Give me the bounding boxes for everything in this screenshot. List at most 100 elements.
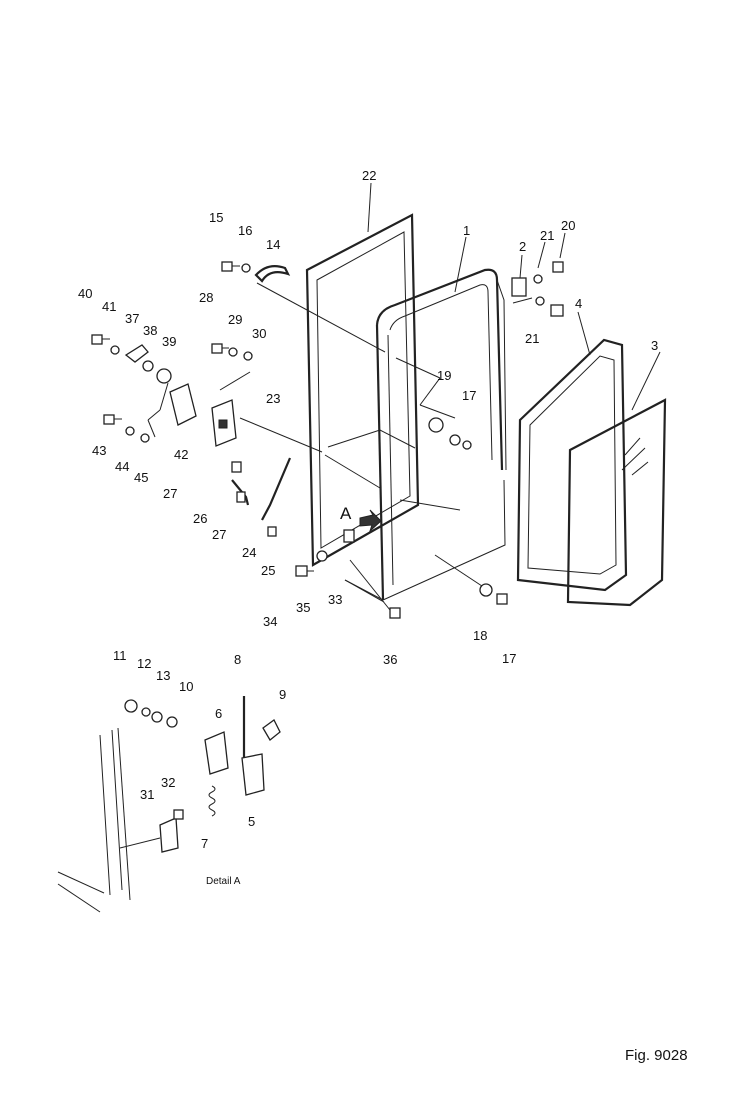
hardware-parts (91, 261, 564, 619)
callout-30: 30 (252, 326, 266, 341)
callout-44: 44 (115, 459, 129, 474)
leader-lines (147, 182, 661, 611)
washer-38-icon (142, 360, 154, 372)
window-glass (566, 398, 667, 607)
bracket-37-icon (124, 344, 149, 363)
door-seal-frame (305, 213, 420, 567)
callout-40: 40 (78, 286, 92, 301)
callout-27b: 27 (212, 527, 226, 542)
callout-16: 16 (238, 223, 252, 238)
callout-41: 41 (102, 299, 116, 314)
callout-23: 23 (266, 391, 280, 406)
door-frame (344, 268, 507, 601)
bolt-17b-icon (496, 593, 508, 605)
callout-38: 38 (143, 323, 157, 338)
callout-20: 20 (561, 218, 575, 233)
washer-18-icon (479, 583, 493, 597)
grommet-19-icon (428, 417, 444, 433)
bolt-15-icon (221, 261, 240, 272)
cap-39-icon (156, 368, 172, 384)
callout-31: 31 (140, 787, 154, 802)
washer-30-icon (243, 351, 253, 361)
plate-42-icon (169, 383, 197, 426)
clip-27b-icon (236, 491, 246, 503)
callout-34: 34 (263, 614, 277, 629)
callout-22: 22 (362, 168, 376, 183)
washer-12-icon (141, 707, 151, 717)
washer-13-icon (151, 711, 163, 723)
callout-1: 1 (463, 223, 470, 238)
bolt-34-icon (295, 565, 314, 577)
callout-14: 14 (266, 237, 280, 252)
callout-35: 35 (296, 600, 310, 615)
figure-caption: Fig. 9028 (625, 1047, 688, 1064)
washer-16-icon (241, 263, 251, 273)
callout-3: 3 (651, 338, 658, 353)
callout-36: 36 (383, 652, 397, 667)
callout-24: 24 (242, 545, 256, 560)
callout-labels: 22 1 2 21 20 4 21 3 15 16 14 40 41 37 38… (78, 168, 688, 1064)
rod-26-icon (231, 479, 250, 506)
washer-45-icon (140, 433, 150, 443)
handle-5-icon (241, 753, 265, 796)
washer-29-icon (228, 347, 238, 357)
washer-41-icon (110, 345, 120, 355)
callout-6: 6 (215, 706, 222, 721)
callout-45: 45 (134, 470, 148, 485)
bolt-43-icon (103, 414, 122, 425)
callout-39: 39 (162, 334, 176, 349)
rod-24-icon (261, 457, 292, 521)
callout-21b: 21 (525, 331, 539, 346)
callout-28: 28 (199, 290, 213, 305)
clip-25-icon (267, 526, 277, 537)
callout-43: 43 (92, 443, 106, 458)
bracket-31-icon (159, 817, 179, 853)
washer-17a-icon (449, 434, 461, 446)
lever-6-icon (204, 731, 229, 775)
callout-26: 26 (193, 511, 207, 526)
nut-10-icon (166, 716, 178, 728)
callout-25: 25 (261, 563, 275, 578)
callout-19: 19 (437, 368, 451, 383)
callout-32: 32 (161, 775, 175, 790)
callout-12: 12 (137, 656, 151, 671)
callout-15: 15 (209, 210, 223, 225)
callout-21a: 21 (540, 228, 554, 243)
detail-a-drawing (57, 696, 281, 913)
callout-27a: 27 (163, 486, 177, 501)
callout-5: 5 (248, 814, 255, 829)
callout-18: 18 (473, 628, 487, 643)
window-seal (516, 338, 628, 592)
callout-2: 2 (519, 239, 526, 254)
callout-8: 8 (234, 652, 241, 667)
bolt-32-icon (173, 809, 184, 820)
callout-7: 7 (201, 836, 208, 851)
latch-9-icon (262, 719, 281, 741)
washer-21b-icon (535, 296, 545, 306)
clip-27-icon (231, 461, 242, 473)
view-arrow-icon (359, 509, 382, 533)
bolt-36-icon (389, 607, 401, 619)
callout-11: 11 (113, 648, 127, 663)
callout-37: 37 (125, 311, 139, 326)
washer-21-icon (533, 274, 543, 284)
callout-13: 13 (156, 668, 170, 683)
view-marker-a: A (340, 504, 352, 523)
detail-a-label: Detail A (206, 876, 241, 887)
bolt-20-icon (552, 261, 564, 273)
block-33-icon (343, 529, 355, 543)
bolt-21b-icon (550, 304, 564, 317)
callout-33: 33 (328, 592, 342, 607)
spring-7-icon (208, 785, 216, 817)
callout-17b: 17 (502, 651, 516, 666)
bolt-28-icon (211, 343, 229, 354)
callout-9: 9 (279, 687, 286, 702)
bolt-40-icon (91, 334, 110, 345)
washer-11-icon (124, 699, 138, 713)
callout-42: 42 (174, 447, 188, 462)
callout-10: 10 (179, 679, 193, 694)
handle-14-icon (254, 265, 291, 283)
washer-44-icon (125, 426, 135, 436)
callout-17a: 17 (462, 388, 476, 403)
callout-29: 29 (228, 312, 242, 327)
